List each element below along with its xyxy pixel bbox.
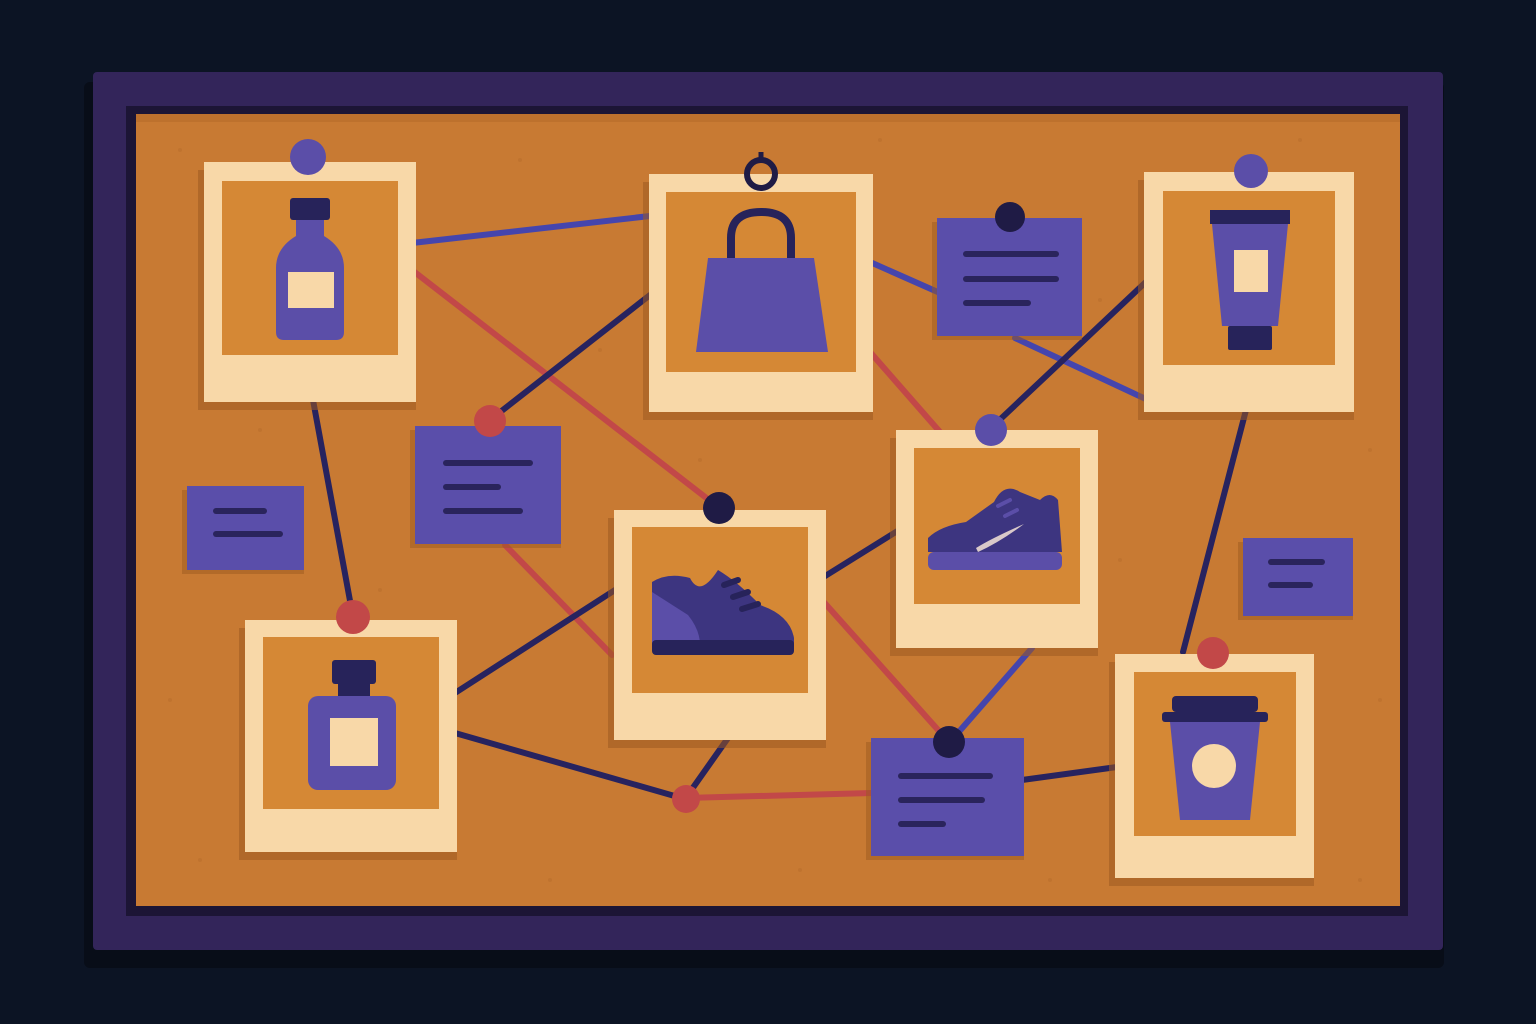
- pin-purple-icon: [1234, 154, 1268, 188]
- note-far-right: [1238, 538, 1353, 620]
- photo-bag: [643, 174, 873, 420]
- note-center-left: [410, 426, 561, 548]
- photo-bottle: [198, 162, 416, 410]
- cork-top-shade: [136, 114, 1400, 122]
- photo-perfume: [239, 620, 457, 860]
- string-shoe-note: [947, 645, 1035, 745]
- string-bottle-perfume: [310, 397, 356, 620]
- pin-red-icon: [672, 785, 700, 813]
- photo-sneaker-swoosh: [890, 430, 1098, 656]
- photo-tube: [1138, 172, 1354, 420]
- note-top-right: [932, 218, 1082, 340]
- string-perfume-sneaker: [452, 587, 618, 696]
- string-bag-note: [487, 292, 653, 423]
- pin-navy-icon: [703, 492, 735, 524]
- cosmetic-tube-icon: [1210, 210, 1290, 350]
- push-pins: [290, 139, 1268, 813]
- note-far-left: [182, 486, 304, 574]
- perfume-icon: [308, 660, 396, 790]
- string-tube-shoe: [988, 277, 1151, 431]
- string-bottle-bag: [409, 213, 653, 246]
- pin-navy-icon: [933, 726, 965, 758]
- running-shoe-icon: [928, 488, 1062, 570]
- pin-purple-icon: [975, 414, 1007, 446]
- string-note-coffee: [1019, 764, 1120, 783]
- photo-sneaker-large: [608, 510, 826, 748]
- string-bag-note-right: [867, 259, 943, 296]
- string-note-tube: [1012, 335, 1151, 403]
- pin-purple-icon: [290, 139, 326, 175]
- string-sneaker-shoe: [819, 527, 902, 581]
- string-note-sneaker: [502, 542, 615, 658]
- photo-coffee: [1109, 654, 1314, 886]
- string-tube-coffee: [1180, 407, 1249, 655]
- pin-navy-icon: [995, 202, 1025, 232]
- bottle-icon: [276, 198, 344, 340]
- string-sneaker-note: [819, 597, 950, 743]
- cork-texture: [168, 138, 1382, 882]
- connection-strings: [310, 213, 1249, 802]
- pin-red-icon: [1197, 637, 1229, 669]
- sneaker-icon: [652, 570, 794, 655]
- pin-red-icon: [336, 600, 370, 634]
- string-bottle-sneaker: [409, 267, 721, 510]
- shopping-bag-icon: [696, 207, 828, 352]
- string-pin-note: [682, 790, 875, 801]
- string-bag-shoe: [867, 349, 943, 435]
- pin-red-icon: [474, 405, 506, 437]
- string-perfume-pin: [452, 730, 688, 802]
- coffee-cup-icon: [1162, 696, 1268, 820]
